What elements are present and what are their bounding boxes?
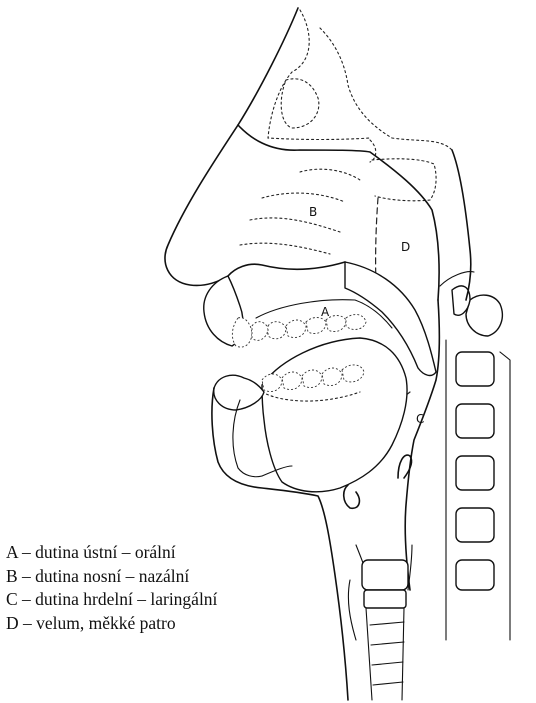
legend-item-d: D – velum, měkké patro — [6, 612, 217, 636]
label-b: B — [309, 205, 317, 219]
nasal-cavity-floor — [228, 262, 345, 276]
label-d: D — [401, 240, 410, 254]
nose-profile — [165, 8, 298, 285]
larynx-trachea — [348, 545, 412, 700]
larynx-front — [344, 485, 360, 508]
nasal-conchae — [240, 169, 360, 254]
nasal-pharynx-boundary — [376, 198, 378, 285]
legend-item-c: C – dutina hrdelní – laringální — [6, 588, 217, 612]
tongue — [262, 338, 407, 492]
head-back — [452, 150, 471, 300]
nasal-cavity-roof — [238, 125, 439, 300]
lower-lip — [214, 375, 264, 410]
legend: A – dutina ústní – orální B – dutina nos… — [6, 541, 217, 635]
skull-dotted-outlines — [268, 10, 452, 201]
chin-inner — [233, 400, 262, 477]
label-a: A — [321, 305, 330, 319]
legend-item-b: B – dutina nosní – nazální — [6, 565, 217, 589]
cervical-vertebrae — [440, 272, 510, 640]
label-c: C — [416, 412, 424, 426]
legend-item-a: A – dutina ústní – orální — [6, 541, 217, 565]
